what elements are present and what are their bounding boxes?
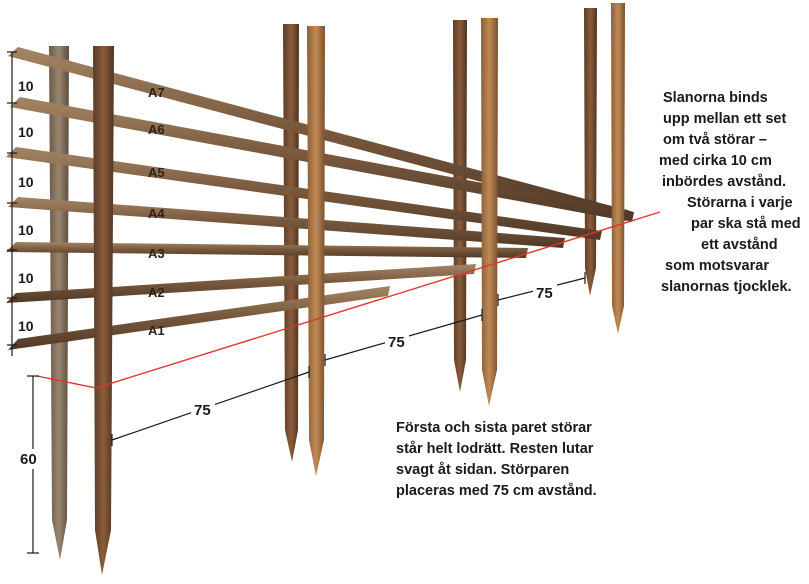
rail-label-a4: A4 bbox=[148, 206, 165, 221]
spacing-label-1: 10 bbox=[18, 78, 34, 94]
pair-spacing-label-2: 75 bbox=[388, 334, 405, 351]
note-right-line: inbördes avstånd. bbox=[662, 174, 787, 190]
rail-label-a2: A2 bbox=[148, 285, 165, 300]
spacing-label-5: 10 bbox=[18, 270, 34, 286]
spacing-label-2: 10 bbox=[18, 124, 34, 140]
rail-label-a7: A7 bbox=[148, 85, 165, 100]
post-placement-note: Första och sista paret störar står helt … bbox=[396, 418, 626, 502]
rail-spacing-labels: 10 10 10 10 10 10 bbox=[16, 78, 38, 334]
post-3-back bbox=[453, 20, 467, 392]
note-right-line: om två störar – bbox=[663, 132, 767, 148]
rail-spacing-dimension bbox=[7, 51, 17, 356]
rail-binding-note: Slanorna binds upp mellan ett set om två… bbox=[655, 88, 807, 298]
rail-a3 bbox=[6, 242, 528, 258]
note-right-line: par ska stå med bbox=[691, 216, 801, 232]
post-2-back bbox=[283, 24, 299, 462]
post-height-label: 60 bbox=[20, 451, 37, 468]
rail-a5 bbox=[6, 147, 602, 240]
pair-spacing-label-1: 75 bbox=[194, 402, 211, 419]
note-right-line: med cirka 10 cm bbox=[659, 153, 772, 169]
post-3-front bbox=[481, 18, 498, 406]
rail-label-a1: A1 bbox=[148, 323, 165, 338]
post-1-back bbox=[49, 46, 69, 560]
rail-a4 bbox=[8, 197, 565, 248]
note-bottom-line: Första och sista paret störar bbox=[396, 420, 592, 436]
note-bottom-line: står helt lodrätt. Resten lutar bbox=[396, 441, 594, 457]
guide-line bbox=[36, 211, 661, 389]
rail-label-a6: A6 bbox=[148, 122, 165, 137]
post-1-front bbox=[93, 46, 114, 575]
post-4-front bbox=[611, 3, 625, 334]
rail-label-a3: A3 bbox=[148, 246, 165, 261]
post-2-front bbox=[307, 26, 325, 476]
front-posts bbox=[93, 3, 625, 575]
spacing-label-3: 10 bbox=[18, 174, 34, 190]
rail-label-a5: A5 bbox=[148, 165, 165, 180]
spacing-label-4: 10 bbox=[18, 222, 34, 238]
note-right-line: Störarna i varje bbox=[687, 195, 793, 211]
note-right-line: upp mellan ett set bbox=[663, 111, 787, 127]
note-right-line: ett avstånd bbox=[701, 237, 778, 253]
back-posts bbox=[49, 8, 597, 560]
note-right-line: som motsvarar bbox=[665, 258, 769, 274]
note-right-line: Slanorna binds bbox=[663, 90, 768, 106]
spacing-label-6: 10 bbox=[18, 318, 34, 334]
note-bottom-line: placeras med 75 cm avstånd. bbox=[396, 483, 597, 499]
note-bottom-line: svagt åt sidan. Störparen bbox=[396, 462, 570, 478]
pair-spacing-label-3: 75 bbox=[536, 285, 553, 302]
note-right-line: slanornas tjocklek. bbox=[661, 279, 792, 295]
rail-a2 bbox=[6, 264, 476, 303]
rail-labels: A7 A6 A5 A4 A3 A2 A1 bbox=[148, 85, 165, 338]
post-4-back bbox=[584, 8, 597, 296]
